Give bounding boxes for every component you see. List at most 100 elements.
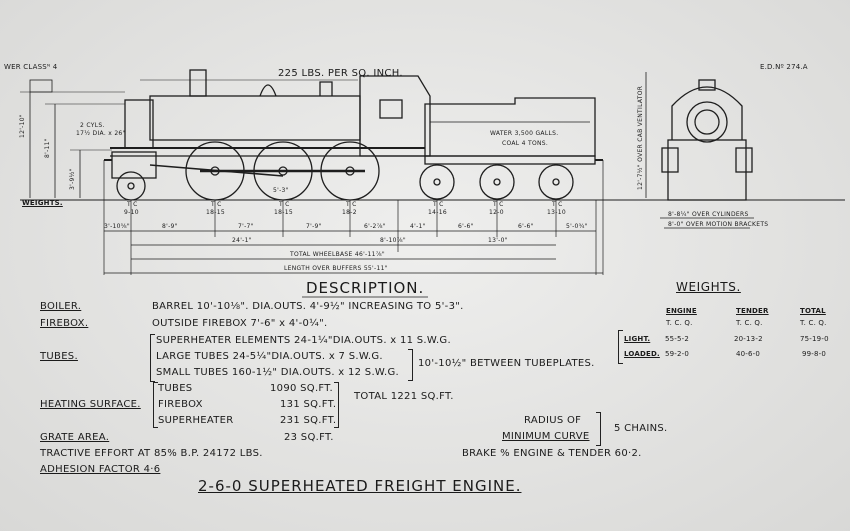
tubeplates-brace — [408, 349, 413, 381]
axle-weight: 14-16 — [428, 209, 447, 216]
grate-value: 23 SQ.FT. — [284, 432, 334, 443]
heating-brace — [153, 382, 158, 428]
radius-label: RADIUS OF — [524, 415, 582, 426]
heating-total: TOTAL 1221 SQ.FT. — [354, 391, 454, 402]
weight-total: 99-8-0 — [802, 350, 827, 358]
tender-wheelbase: 13'-0" — [488, 237, 508, 244]
heating-name: TUBES — [158, 383, 193, 394]
tubes-between: 10'-10½" BETWEEN TUBEPLATES. — [418, 358, 595, 369]
height-platform: 3'-9½" — [69, 168, 76, 190]
boiler-value: BARREL 10'-10⅛". DIA.OUTS. 4'-9½" INCREA… — [152, 301, 464, 312]
end-view-smokebox — [686, 101, 728, 143]
tubes-line: SMALL TUBES 160-1½" DIA.OUTS. x 12 S.W.G… — [156, 367, 399, 378]
weights-unit: T. C. Q. — [736, 319, 763, 327]
heating-value: 131 SQ.FT. — [280, 399, 337, 410]
firebox-value: OUTSIDE FIREBOX 7'-6" x 4'-0¼". — [152, 318, 328, 329]
tubes-brace — [150, 334, 155, 382]
tender-coal: COAL 4 TONS. — [502, 140, 549, 147]
axle-tc: T C — [493, 201, 504, 208]
spacing: 6'-6" — [458, 223, 474, 230]
tubes-label: TUBES. — [40, 351, 78, 362]
weights-column: TENDER — [736, 307, 769, 315]
axle-tc: T C — [211, 201, 222, 208]
tubes-line: LARGE TUBES 24-5¼"DIA.OUTS. x 7 S.W.G. — [156, 351, 383, 362]
pony-wheel — [116, 171, 146, 201]
tender-body — [424, 97, 596, 157]
boiler — [149, 95, 361, 141]
axle-tc: T C — [433, 201, 444, 208]
heating-label: HEATING SURFACE. — [40, 399, 141, 410]
axle-tc: T C — [346, 201, 357, 208]
description-title: DESCRIPTION. — [306, 279, 425, 297]
boiler-pressure: 225 LBS. PER SQ. INCH. — [278, 68, 403, 79]
weights-title: WEIGHTS. — [676, 280, 741, 294]
spacing: 5'-0¾" — [566, 223, 588, 230]
wheel-diameter: 5'-3" — [273, 187, 289, 194]
axle-weight: 12-0 — [489, 209, 504, 216]
spacing: 6'-6" — [518, 223, 534, 230]
tractive-effort: TRACTIVE EFFORT AT 85% B.P. 24172 LBS. — [40, 448, 263, 459]
weights-unit: T. C. Q. — [800, 319, 827, 327]
cylinders-label: 2 CYLS. — [80, 122, 105, 129]
heating-name: SUPERHEATER — [158, 415, 234, 426]
safety-valves — [319, 81, 333, 96]
power-class: WER CLASSᴺ 4 — [4, 63, 58, 71]
weight-total: 75-19-0 — [800, 335, 829, 343]
total-wheelbase: TOTAL WHEELBASE 46'-11⅞" — [290, 251, 385, 258]
spacing: 7'-7" — [238, 223, 254, 230]
dome — [259, 84, 277, 97]
length-over-buffers: LENGTH OVER BUFFERS 55'-11" — [284, 265, 388, 272]
engine-tender-gap: 8'-10⅞" — [380, 237, 406, 244]
cylinders-size: 17½ DIA. x 26" — [76, 130, 126, 137]
tender-water: WATER 3,500 GALLS. — [490, 130, 559, 137]
axle-tc: T C — [552, 201, 563, 208]
adhesion-factor: ADHESION FACTOR 4·6 — [40, 464, 161, 475]
axle-weight: 18-15 — [206, 209, 225, 216]
end-view-frame — [667, 139, 747, 201]
axle-tc: T C — [279, 201, 290, 208]
spacing: 6'-2⅞" — [364, 223, 386, 230]
chimney — [189, 69, 207, 97]
weight-tender: 40-6-0 — [736, 350, 761, 358]
heating-value: 1090 SQ.FT. — [270, 383, 334, 394]
height-boiler: 8'-11" — [44, 138, 51, 158]
tubes-line: SUPERHEATER ELEMENTS 24-1¼"DIA.OUTS. x 1… — [156, 335, 451, 346]
axle-tc: T C — [127, 201, 138, 208]
radius-value: 5 CHAINS. — [614, 423, 668, 434]
grate-label: GRATE AREA. — [40, 432, 110, 443]
weights-row-label: LOADED. — [624, 350, 660, 358]
weights-unit: T. C. Q. — [666, 319, 693, 327]
weights-row-label: LIGHT. — [624, 335, 651, 343]
over-footplate: 8'-0" OVER MOTION BRACKETS — [668, 221, 769, 228]
height-cab: 12'-7½" OVER CAB VENTILATOR — [637, 85, 644, 190]
weights-brace — [618, 330, 623, 364]
weights-column: TOTAL — [800, 307, 826, 315]
spacing: 4'-1" — [410, 223, 426, 230]
weight-engine: 59-2-0 — [665, 350, 690, 358]
weight-engine: 55-5-2 — [665, 335, 690, 343]
spacing: 7'-9" — [306, 223, 322, 230]
axle-weight: 9-10 — [124, 209, 139, 216]
drawing-number: E.D.Nº 274.A — [760, 63, 808, 71]
heating-value: 231 SQ.FT. — [280, 415, 337, 426]
axle-weight: 18-15 — [274, 209, 293, 216]
brake-value: BRAKE % ENGINE & TENDER 60·2. — [462, 448, 642, 459]
axle-weight: 13-10 — [547, 209, 566, 216]
tender-wheel-3 — [538, 164, 574, 200]
height-chimney: 12'-10" — [19, 114, 26, 138]
weights-label: WEIGHTS. — [22, 199, 63, 207]
engine-wheelbase: 24'-1" — [232, 237, 252, 244]
firebox-label: FIREBOX. — [40, 318, 89, 329]
weights-column: ENGINE — [666, 307, 697, 315]
weight-tender: 20-13-2 — [734, 335, 763, 343]
end-view-cab — [671, 86, 743, 140]
tender-wheel-2 — [479, 164, 515, 200]
spacing: 8'-9" — [162, 223, 178, 230]
axle-weight: 18-2 — [342, 209, 357, 216]
total-brace — [334, 382, 339, 428]
radius-label: MINIMUM CURVE — [502, 431, 590, 442]
over-cylinders: 8'-8¼" OVER CYLINDERS — [668, 211, 749, 218]
tender-wheel-1 — [419, 164, 455, 200]
